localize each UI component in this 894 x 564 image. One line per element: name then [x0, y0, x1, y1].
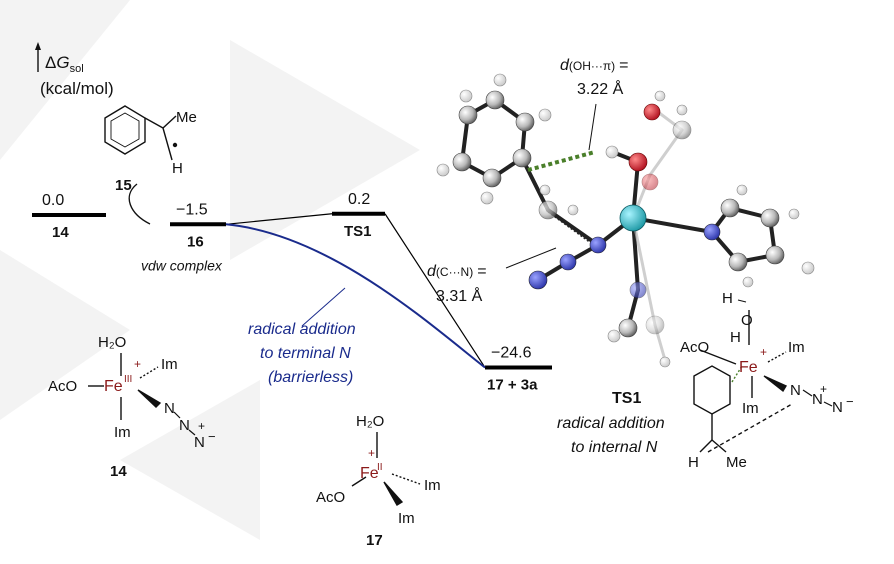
ts1-2d-structure: [693, 299, 833, 453]
distance-leader-c-n: [505, 247, 557, 269]
complex-14-plus: +: [134, 357, 141, 371]
level-label-16: 16: [187, 233, 204, 250]
ts1-caption-line1: radical addition: [557, 415, 665, 432]
ts1-im-right: Im: [788, 339, 805, 356]
ts1-label: TS1: [612, 390, 641, 407]
energy-label-ts1: 0.2: [348, 191, 370, 208]
complex-14-nplus: +: [198, 419, 205, 433]
complex-17-im-right: Im: [424, 477, 441, 494]
compound-15-me: Me: [176, 109, 197, 126]
ts1-h-left: H: [730, 329, 741, 346]
ts1-fe: Fe: [739, 359, 758, 376]
level-label-14: 14: [52, 224, 69, 241]
ts1-n3: N: [832, 399, 843, 416]
complex-14-nminus: −: [208, 429, 216, 444]
ts1-nminus: −: [846, 394, 854, 409]
complex-17-ox: II: [377, 462, 383, 473]
compound-15-label: 15: [115, 177, 132, 194]
ts1-me: Me: [726, 454, 747, 471]
ts1-plus: +: [760, 345, 767, 359]
complex-14-im-bottom: Im: [114, 424, 131, 441]
ts1-nplus: +: [820, 382, 827, 396]
radical-dot-icon: [172, 142, 178, 148]
complex-14-fe: Fe: [104, 378, 123, 395]
complex-14-azide-bonds: [173, 411, 196, 436]
energy-label-17: −24.6: [491, 345, 532, 362]
pathway-leader-line: [301, 287, 346, 327]
pathway-label-line3: (barrierless): [268, 369, 353, 386]
vdw-complex-note: vdw complex: [141, 257, 223, 273]
ts1-n2: N: [812, 391, 823, 408]
ts1-aco: AcO: [680, 339, 709, 356]
connector-ts1-17: [384, 213, 486, 368]
energy-label-14: 0.0: [42, 192, 64, 209]
ts1-h-bottom: H: [688, 454, 699, 471]
complex-14-im-top: Im: [161, 356, 178, 373]
complex-17-fe: Fe: [360, 465, 379, 482]
complex-14-structure: [88, 353, 162, 420]
energy-levels: [32, 211, 552, 370]
connector-16-ts1: [225, 213, 333, 225]
complex-14-label: 14: [110, 463, 127, 480]
ts1-o: O: [741, 312, 753, 329]
complex-14-h2o: H₂O: [98, 334, 126, 351]
svg-text:(kcal/mol): (kcal/mol): [40, 79, 114, 98]
complex-14-n1: N: [164, 400, 175, 417]
ts1-h: H: [722, 290, 733, 307]
complex-14-n2: N: [179, 417, 190, 434]
complex-17-h2o: H₂O: [356, 413, 384, 430]
level-label-ts1: TS1: [344, 223, 372, 240]
complex-17-label: 17: [366, 532, 383, 549]
compound-15-h: H: [172, 160, 183, 177]
distance-c-n-label: d(C···N)=: [427, 263, 487, 280]
compound-15-structure: [104, 105, 177, 225]
ts1-3d-model: [436, 73, 815, 368]
complex-14-ox: III: [124, 374, 132, 385]
barrierless-pathway-curve: [225, 223, 486, 369]
distance-oh-pi-label: d(OH···π)=: [560, 57, 629, 74]
watermark: [0, 0, 420, 540]
ts1-im-bottom: Im: [742, 400, 759, 417]
svg-text:ΔGsol: ΔGsol: [45, 53, 84, 75]
y-axis-label: ΔGsol (kcal/mol): [35, 42, 114, 98]
level-label-17: 17 + 3a: [487, 377, 538, 394]
complex-17-plus: +: [368, 446, 375, 460]
complex-17-structure: [351, 432, 421, 506]
complex-17-aco: AcO: [316, 489, 345, 506]
complex-14-n3: N: [194, 434, 205, 451]
ts1-caption-line2: to internal N: [571, 439, 658, 456]
pathway-label-line1: radical addition: [248, 321, 356, 338]
complex-17-im-bottom: Im: [398, 510, 415, 527]
distance-oh-pi-value: 3.22 Å: [577, 79, 624, 98]
energy-label-16: −1.5: [176, 201, 208, 218]
distance-c-n-value: 3.31 Å: [436, 286, 483, 305]
ts1-n1: N: [790, 382, 801, 399]
complex-14-aco: AcO: [48, 378, 77, 395]
distance-leader-oh-pi: [588, 103, 597, 151]
pathway-label-line2: to terminal N: [260, 345, 351, 362]
